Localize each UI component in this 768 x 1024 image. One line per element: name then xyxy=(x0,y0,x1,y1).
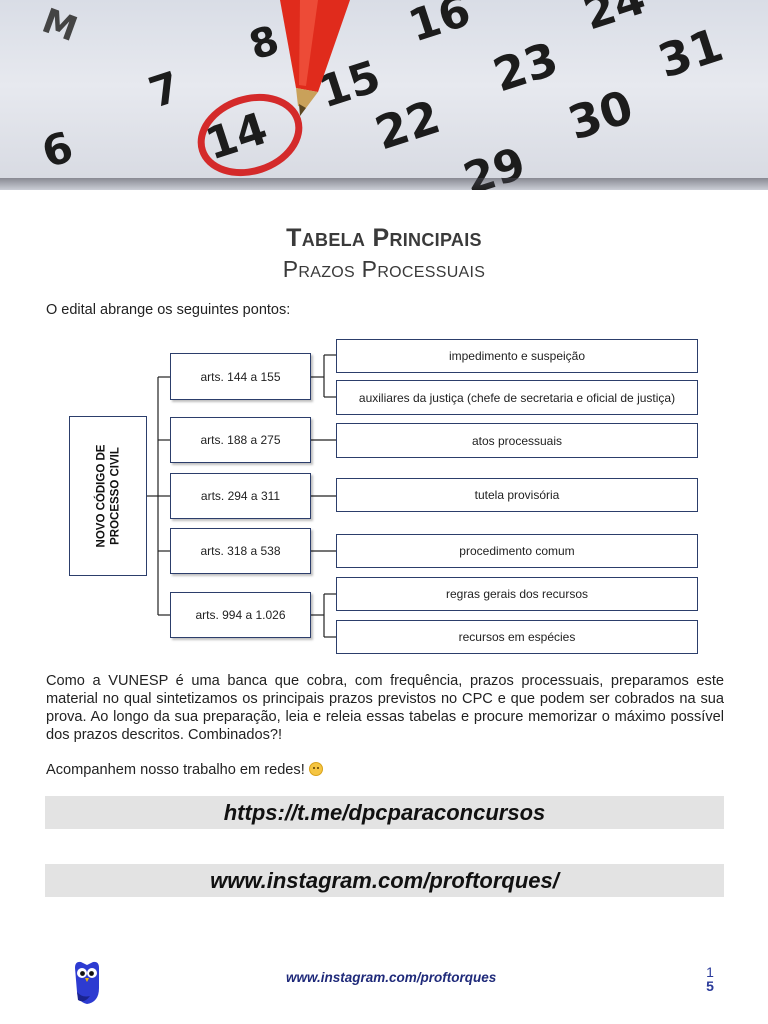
page-subtitle: Prazos Processuais xyxy=(282,256,486,282)
topic-box-atos-processuais: atos processuais xyxy=(336,423,698,458)
page-number-top: 1 xyxy=(706,964,714,980)
topic-box-procedimento-comum: procedimento comum xyxy=(336,534,698,568)
articles-box-294-311: arts. 294 a 311 xyxy=(170,473,311,519)
calendar-number-23: 23 xyxy=(487,31,565,102)
articles-box-318-538: arts. 318 a 538 xyxy=(170,528,311,574)
intro-text: O edital abrange os seguintes pontos: xyxy=(46,302,291,318)
root-label: NOVO CÓDIGO DE PROCESSO CIVIL xyxy=(94,445,122,548)
cpc-topics-diagram: NOVO CÓDIGO DE PROCESSO CIVIL arts. 144 … xyxy=(0,330,768,660)
calendar-number-30: 30 xyxy=(562,79,640,150)
root-label-line-1: NOVO CÓDIGO DE xyxy=(95,444,107,548)
root-box-cpc: NOVO CÓDIGO DE PROCESSO CIVIL xyxy=(69,416,147,576)
topic-box-recursos-especies: recursos em espécies xyxy=(336,620,698,654)
calendar-letter-m: M xyxy=(37,1,82,50)
body-paragraph: Como a VUNESP é uma banca que cobra, com… xyxy=(46,673,724,743)
red-pen-icon xyxy=(280,0,350,116)
highlight-circle xyxy=(197,93,303,177)
topic-box-regras-gerais-recursos: regras gerais dos recursos xyxy=(336,577,698,611)
root-label-line-2: PROCESSO CIVIL xyxy=(109,447,121,545)
calendar-number-16: 16 xyxy=(403,0,477,52)
follow-text: Acompanhem nosso trabalho em redes! xyxy=(46,762,305,778)
calendar-number-6: 6 xyxy=(36,122,79,178)
page-number: 1 5 xyxy=(700,965,720,993)
follow-line: Acompanhem nosso trabalho em redes! xyxy=(46,762,323,778)
calendar-number-7: 7 xyxy=(143,62,186,118)
articles-box-994-1026: arts. 994 a 1.026 xyxy=(170,592,311,638)
calendar-number-24: 24 xyxy=(578,0,652,40)
telegram-link[interactable]: https://t.me/dpcparaconcursos xyxy=(45,796,724,829)
articles-box-144-155: arts. 144 a 155 xyxy=(170,353,311,400)
calendar-illustration: M 16 24 8 15 23 31 7 14 22 30 6 29 xyxy=(36,0,730,190)
calendar-number-31: 31 xyxy=(652,17,730,88)
diagram-connectors xyxy=(147,354,336,638)
footer-instagram-url[interactable]: www.instagram.com/proftorques xyxy=(286,970,497,985)
owl-logo-icon xyxy=(75,961,99,1004)
hero-bottom-shadow xyxy=(0,178,768,190)
smile-emoji-icon xyxy=(308,762,323,776)
articles-box-188-275: arts. 188 a 275 xyxy=(170,417,311,463)
instagram-link[interactable]: www.instagram.com/proftorques/ xyxy=(45,864,724,897)
topic-box-impedimento: impedimento e suspeição xyxy=(336,339,698,373)
calendar-number-8: 8 xyxy=(244,17,285,69)
hero-calendar-image: M 16 24 8 15 23 31 7 14 22 30 6 29 xyxy=(0,0,768,190)
page-title: Tabela Principais xyxy=(286,224,482,252)
page-number-bottom: 5 xyxy=(706,978,714,994)
topic-box-auxiliares: auxiliares da justiça (chefe de secretar… xyxy=(336,380,698,415)
topic-box-tutela-provisoria: tutela provisória xyxy=(336,478,698,512)
